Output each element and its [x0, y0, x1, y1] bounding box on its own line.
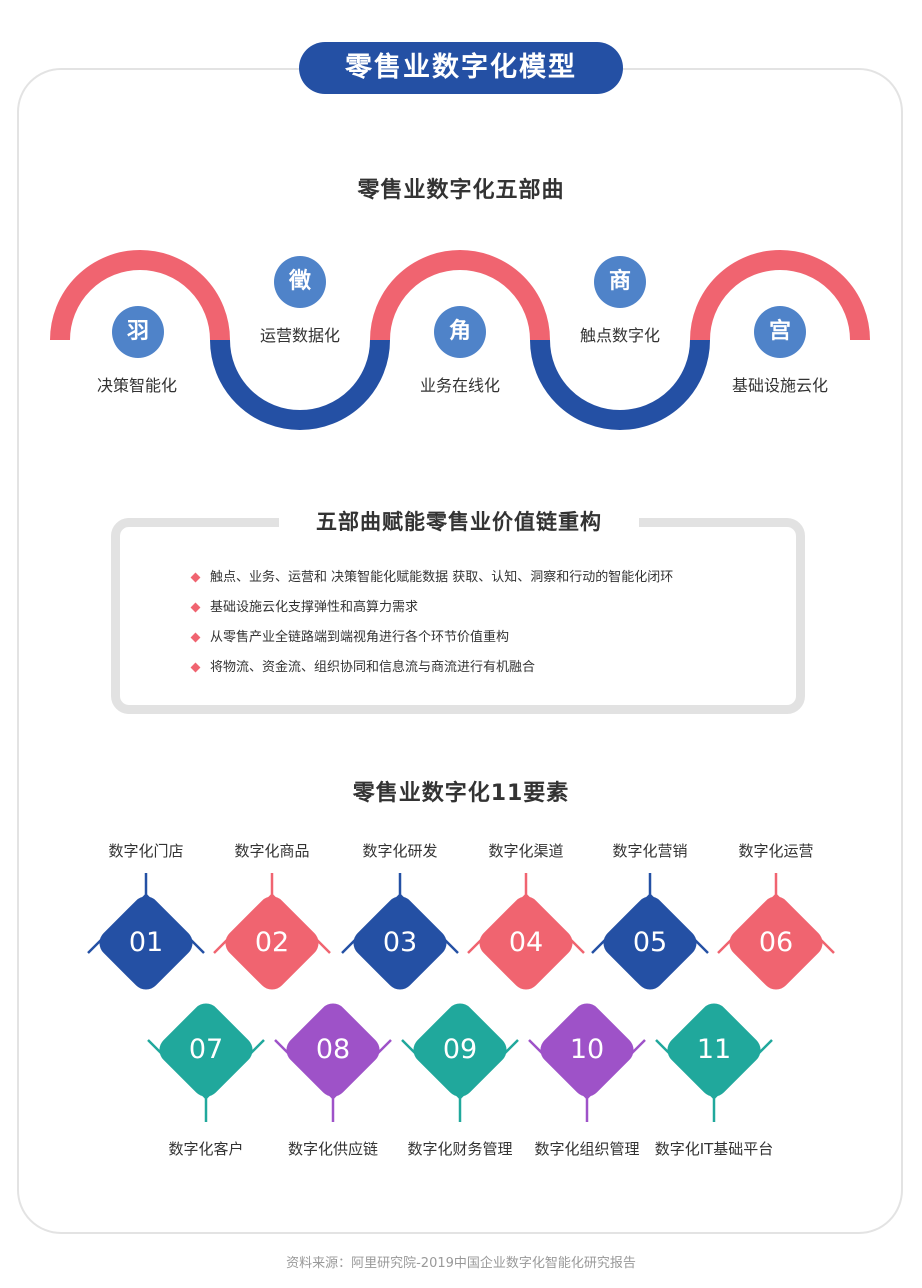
element-07-number: 07 — [188, 1034, 224, 1065]
page-title: 零售业数字化模型 — [299, 42, 623, 94]
element-07-label: 数字化客户 — [168, 1140, 244, 1158]
element-02-number: 02 — [254, 927, 290, 958]
element-09-number: 09 — [442, 1034, 478, 1065]
element-04-label: 数字化渠道 — [488, 842, 564, 860]
step-label-decision: 决策智能化 — [96, 376, 177, 395]
value-chain-title: 五部曲赋能零售业价值链重构 — [279, 505, 639, 539]
list-item: 基础设施云化支撑弹性和高算力需求 — [190, 596, 673, 626]
shang-icon: 商 — [594, 256, 646, 308]
list-item: 从零售产业全链路端到端视角进行各个环节价值重构 — [190, 626, 673, 656]
element-06-number: 06 — [758, 927, 794, 958]
wave-arc-3 — [370, 250, 550, 341]
five-steps-title: 零售业数字化五部曲 — [357, 178, 565, 203]
wave-arc-2 — [210, 339, 390, 430]
element-05-number: 05 — [632, 927, 668, 958]
wave-arc-1 — [50, 250, 230, 341]
element-05-label: 数字化营销 — [612, 842, 688, 860]
element-08-label: 数字化供应链 — [287, 1140, 378, 1158]
element-03-number: 03 — [382, 927, 418, 958]
element-11-number: 11 — [696, 1034, 732, 1065]
element-01-number: 01 — [128, 927, 164, 958]
step-label-cloud: 基础设施云化 — [731, 376, 828, 395]
value-chain-list: 触点、业务、运营和 决策智能化赋能数据 获取、认知、洞察和行动的智能化闭环 基础… — [190, 566, 673, 686]
element-10-number: 10 — [569, 1034, 605, 1065]
jue-icon: 角 — [434, 306, 486, 358]
element-08-number: 08 — [315, 1034, 351, 1065]
element-01-label: 数字化门店 — [108, 842, 184, 860]
source-note: 资料来源：阿里研究院-2019中国企业数字化智能化研究报告 — [286, 1256, 636, 1271]
yu-icon: 羽 — [112, 306, 164, 358]
elements-title: 零售业数字化11要素 — [352, 781, 570, 806]
element-02-label: 数字化商品 — [234, 842, 310, 860]
element-09-label: 数字化财务管理 — [407, 1140, 513, 1158]
element-04-number: 04 — [508, 927, 544, 958]
list-item: 将物流、资金流、组织协同和信息流与商流进行有机融合 — [190, 656, 673, 686]
zhi-icon: 徵 — [274, 256, 326, 308]
element-06-label: 数字化运营 — [738, 842, 814, 860]
value-chain-box — [111, 518, 805, 714]
wave-arc-5 — [690, 250, 870, 341]
element-11-label: 数字化IT基础平台 — [654, 1140, 774, 1158]
element-10-label: 数字化组织管理 — [534, 1140, 640, 1158]
list-item: 触点、业务、运营和 决策智能化赋能数据 获取、认知、洞察和行动的智能化闭环 — [190, 566, 673, 596]
step-label-operation: 运营数据化 — [259, 326, 340, 345]
gong-icon: 宫 — [754, 306, 806, 358]
element-03-label: 数字化研发 — [362, 842, 438, 860]
wave-arc-4 — [530, 339, 710, 430]
step-label-business: 业务在线化 — [419, 376, 500, 395]
step-label-touchpoint: 触点数字化 — [579, 326, 660, 345]
